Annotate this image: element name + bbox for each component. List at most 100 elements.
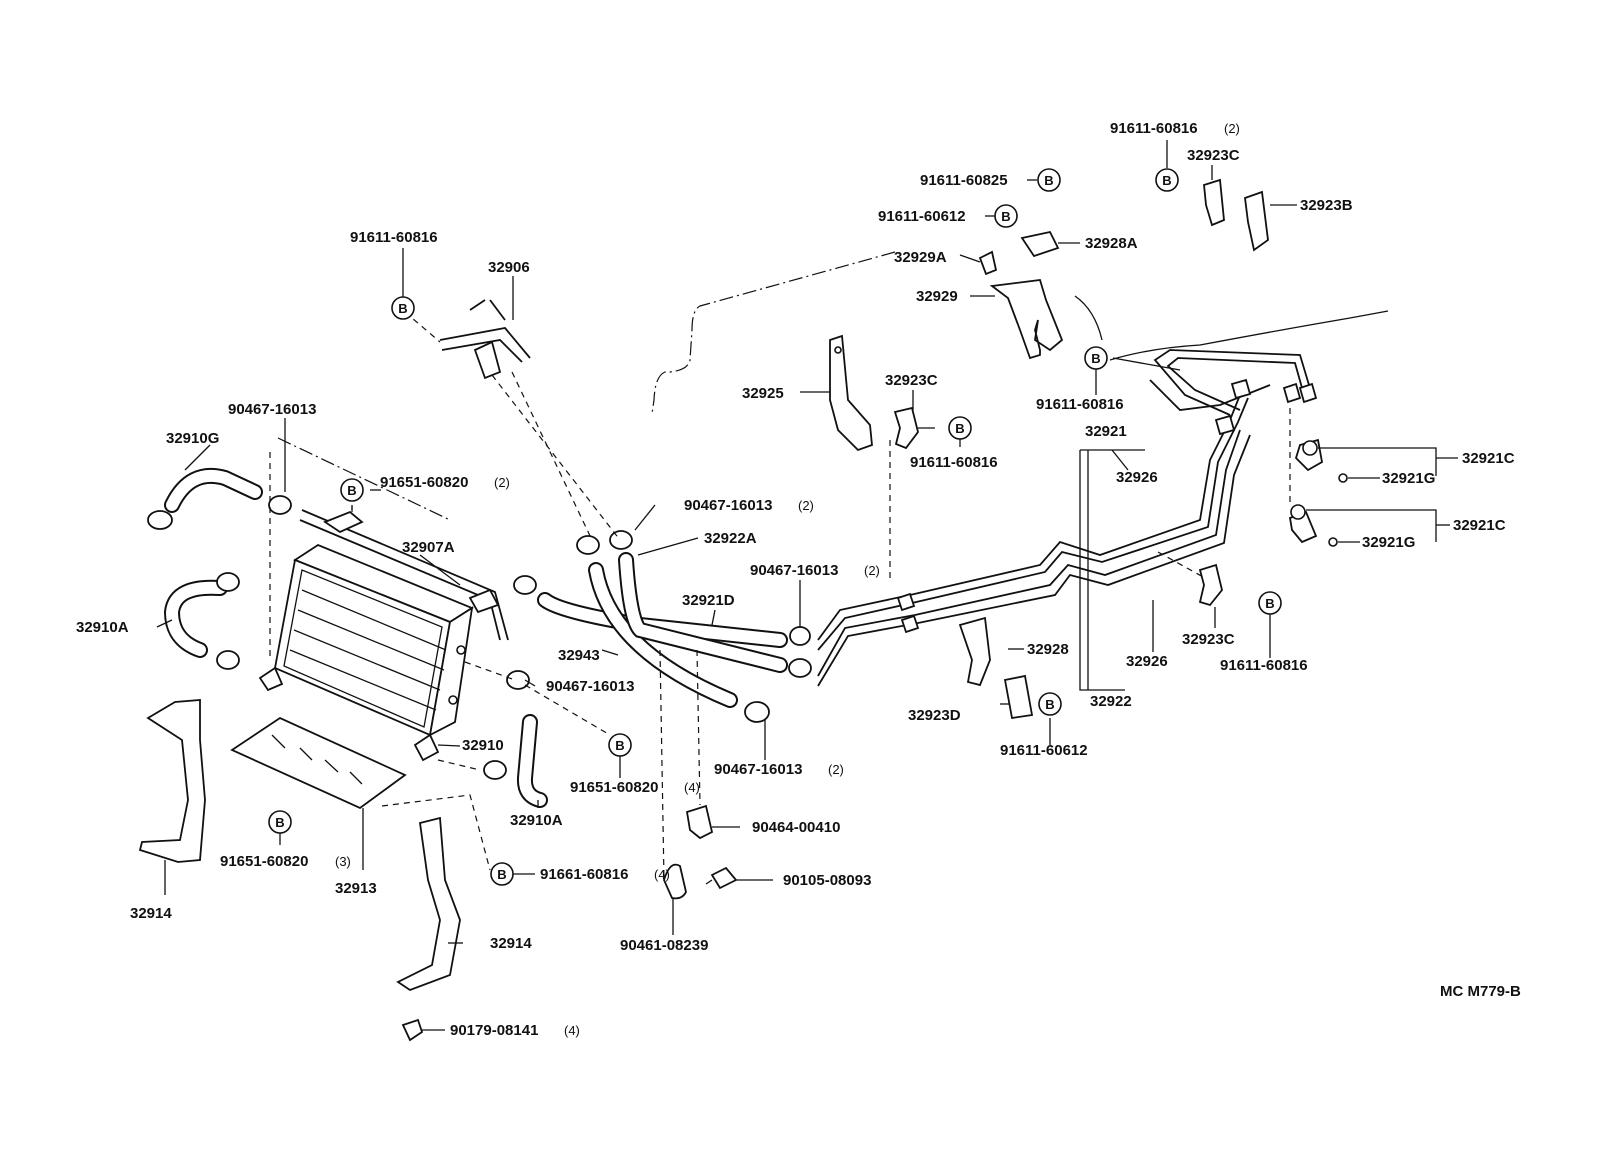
- tube-joint: [1230, 378, 1252, 400]
- tube-joint: [1214, 414, 1236, 436]
- part-label: (2): [864, 563, 880, 578]
- part-label: 32928: [1027, 641, 1069, 658]
- bracket-32914-right[interactable]: [396, 816, 461, 992]
- part-label: 91611-60825: [920, 172, 1008, 189]
- part-label: 91611-60612: [878, 208, 966, 225]
- hose-clamp[interactable]: [147, 510, 173, 530]
- part-label: (2): [828, 762, 844, 777]
- nut-90179-08141[interactable]: [401, 1018, 424, 1042]
- part-label: 32922: [1090, 693, 1132, 710]
- tube-joint: [896, 592, 916, 612]
- hose-clamp[interactable]: [788, 658, 812, 678]
- bracket-32928[interactable]: [958, 616, 991, 687]
- part-label: 91611-60816: [1220, 657, 1308, 674]
- tube-joint: [1298, 382, 1318, 404]
- align-line: [524, 684, 611, 736]
- hose-32922A[interactable]: [618, 552, 788, 673]
- clamp-90464-00410[interactable]: [685, 804, 714, 840]
- hose-32943[interactable]: [588, 562, 738, 708]
- bolt-marker-icon: B B B B B B B B B B B B: [268, 168, 1282, 886]
- hose-clamp[interactable]: [609, 530, 633, 550]
- hose-clamp[interactable]: [513, 575, 537, 595]
- clamp-32923C-lower[interactable]: [1198, 563, 1223, 607]
- o-ring-32921G-lower[interactable]: [1328, 537, 1338, 547]
- part-label: 90467-16013: [228, 401, 316, 418]
- align-line: [696, 649, 701, 806]
- bracket-32929A[interactable]: [978, 250, 998, 276]
- svg-text:B: B: [1265, 596, 1274, 611]
- cooler-tube-upper-run[interactable]: [1149, 349, 1313, 416]
- clamp-32923D[interactable]: [1003, 674, 1034, 720]
- hose-clamp[interactable]: [744, 701, 770, 723]
- part-label: 91651-60820: [220, 853, 308, 870]
- hose-clamp[interactable]: [789, 626, 811, 646]
- hose-clamp[interactable]: [216, 650, 240, 670]
- svg-text:B: B: [1091, 351, 1100, 366]
- clamp-32923C-upper[interactable]: [893, 406, 919, 450]
- hose-32910A-lower[interactable]: [516, 714, 548, 808]
- part-label: 32923B: [1300, 197, 1353, 214]
- part-label: 32913: [335, 880, 377, 897]
- part-label: 32910A: [510, 812, 563, 829]
- bracket-32928A[interactable]: [1020, 230, 1060, 258]
- diagram-code: MC M779-B: [1440, 983, 1521, 1000]
- part-label: 32914: [490, 935, 532, 952]
- part-label: 32929: [916, 288, 958, 305]
- hose-clamp[interactable]: [506, 670, 530, 690]
- bracket-32929[interactable]: [989, 279, 1064, 360]
- hose-32910A-left[interactable]: [163, 579, 228, 658]
- align-line: [464, 661, 516, 681]
- svg-text:B: B: [1001, 209, 1010, 224]
- hose-clamp[interactable]: [483, 760, 507, 780]
- part-label: (4): [564, 1023, 580, 1038]
- svg-text:B: B: [398, 301, 407, 316]
- hose-clamp[interactable]: [576, 535, 600, 555]
- cooler-shield-32913[interactable]: [230, 716, 407, 810]
- hose-32910G[interactable]: [164, 467, 263, 513]
- frame-outline: [1074, 295, 1389, 361]
- part-label: 32921: [1085, 423, 1127, 440]
- hose-clamp[interactable]: [216, 572, 240, 592]
- part-label: 32910A: [76, 619, 129, 636]
- svg-text:B: B: [1162, 173, 1171, 188]
- union-fitting-32921C-upper[interactable]: [1294, 438, 1323, 472]
- part-label: (3): [335, 854, 351, 869]
- clamp-32923B[interactable]: [1244, 190, 1269, 252]
- part-label: 90105-08093: [783, 872, 871, 889]
- union-fitting-32921C-lower[interactable]: [1288, 504, 1318, 544]
- part-label: 91611-60816: [910, 454, 998, 471]
- pipe-32906[interactable]: [439, 299, 531, 380]
- part-label: 90467-16013: [750, 562, 838, 579]
- bracket-32914-left[interactable]: [138, 699, 206, 863]
- clamp-90461-08239[interactable]: [663, 863, 687, 900]
- svg-text:B: B: [615, 738, 624, 753]
- svg-text:B: B: [1045, 697, 1054, 712]
- cooler-tube-32922[interactable]: [817, 429, 1251, 687]
- part-label: 32910G: [166, 430, 219, 447]
- part-label: 90464-00410: [752, 819, 840, 836]
- tube-joint: [1282, 382, 1302, 404]
- part-label: 32926: [1126, 653, 1168, 670]
- leader-lines: [156, 140, 1458, 1031]
- clamp-32923C-top[interactable]: [1203, 178, 1225, 227]
- align-line: [437, 759, 481, 771]
- oil-cooler-core[interactable]: [258, 543, 474, 762]
- cooler-pipe-32907A[interactable]: [299, 509, 509, 641]
- bolt-90105-08093[interactable]: [705, 866, 738, 890]
- part-label: 32906: [488, 259, 530, 276]
- part-label: 32923C: [1187, 147, 1240, 164]
- part-label: (2): [798, 498, 814, 513]
- bracket-32925[interactable]: [829, 334, 873, 452]
- part-label: 32921G: [1362, 534, 1415, 551]
- cooler-tube-32921[interactable]: [817, 394, 1249, 651]
- part-label: 91651-60820: [380, 474, 468, 491]
- part-label: 91611-60816: [1036, 396, 1124, 413]
- align-line: [511, 371, 593, 541]
- part-label: (2): [494, 475, 510, 490]
- hose-clamp[interactable]: [268, 495, 292, 515]
- part-label: 32921C: [1453, 517, 1506, 534]
- part-label: 32921D: [682, 592, 735, 609]
- o-ring-32921G-upper[interactable]: [1338, 473, 1348, 483]
- part-label: 32923D: [908, 707, 961, 724]
